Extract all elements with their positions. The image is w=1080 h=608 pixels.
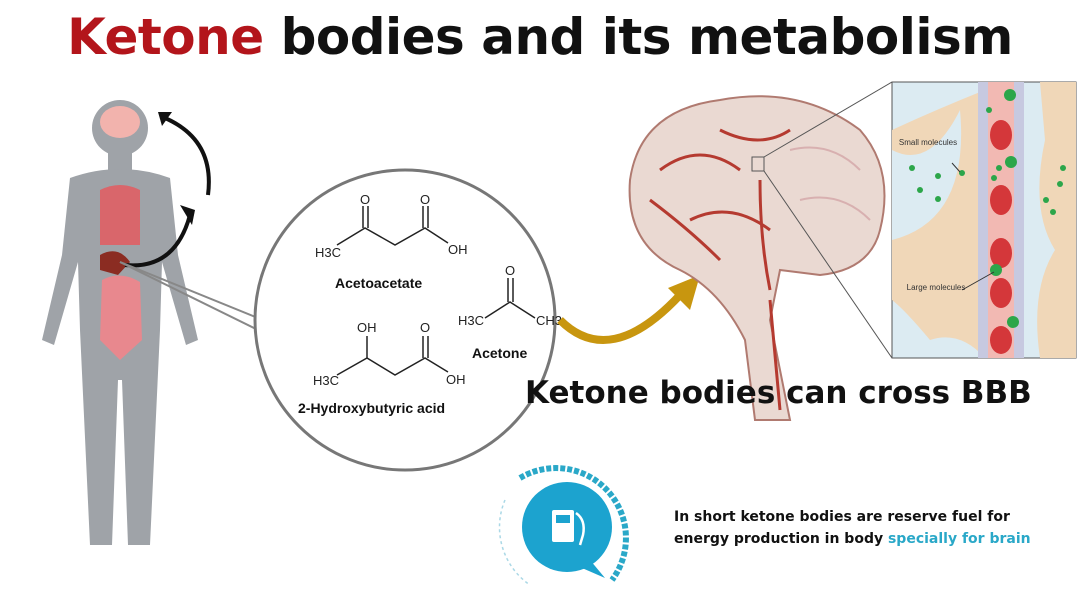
hydroxybutyric-h3c: H3C bbox=[313, 373, 339, 388]
gold-arrowhead-icon bbox=[668, 275, 700, 310]
inset-connector-line bbox=[763, 81, 893, 158]
acetoacetate-o1: O bbox=[360, 192, 370, 207]
summary-main: In short ketone bodies are reserve fuel … bbox=[674, 509, 1010, 547]
hydroxybutyric-o: O bbox=[420, 320, 430, 335]
summary-highlight: specially for brain bbox=[887, 531, 1031, 547]
zoom-connector-line bbox=[119, 261, 259, 319]
inset-connector-line bbox=[763, 170, 893, 359]
acetoacetate-o2: O bbox=[420, 192, 430, 207]
arrowhead-icon bbox=[180, 205, 195, 225]
acetone-h3c: H3C bbox=[458, 313, 484, 328]
intestines-icon bbox=[100, 275, 142, 360]
hydroxybutyric-structure bbox=[336, 336, 449, 376]
fuel-pump-icon bbox=[552, 510, 574, 542]
brain-illustration bbox=[628, 95, 886, 421]
acetone-o: O bbox=[505, 263, 515, 278]
acetone-structure bbox=[484, 278, 536, 319]
hydroxybutyric-label: 2-Hydroxybutyric acid bbox=[298, 400, 445, 416]
brain-organ-icon bbox=[100, 106, 140, 138]
hydroxybutyric-oh1: OH bbox=[357, 320, 377, 335]
acetoacetate-oh: OH bbox=[448, 242, 468, 257]
liver-icon bbox=[100, 251, 130, 275]
bbb-caption: Ketone bodies can cross BBB bbox=[525, 375, 1032, 411]
molecules-circle bbox=[253, 168, 557, 472]
lungs-icon bbox=[100, 185, 140, 245]
summary-text: In short ketone bodies are reserve fuel … bbox=[674, 506, 1054, 550]
title-highlight: Ketone bbox=[67, 8, 264, 66]
gold-arrow bbox=[557, 292, 683, 344]
acetone-ch3: CH3 bbox=[536, 313, 562, 328]
acetoacetate-label: Acetoacetate bbox=[335, 275, 422, 291]
human-body-figure bbox=[42, 100, 198, 545]
title-rest: bodies and its metabolism bbox=[263, 8, 1014, 66]
acetoacetate-structure bbox=[336, 206, 449, 246]
acetone-label: Acetone bbox=[472, 345, 527, 361]
small-molecules-label: Small molecules bbox=[899, 138, 957, 147]
bbb-inset bbox=[891, 81, 1077, 359]
large-molecules-label: Large molecules bbox=[907, 283, 966, 292]
acetoacetate-h3c: H3C bbox=[315, 245, 341, 260]
liver-to-brain-arrows bbox=[124, 116, 211, 268]
zoom-connector-line bbox=[119, 261, 259, 331]
fuel-gauge-icon bbox=[498, 465, 629, 586]
hydroxybutyric-oh2: OH bbox=[446, 372, 466, 387]
page-title: Ketone bodies and its metabolism bbox=[0, 8, 1080, 66]
arrowhead-icon bbox=[158, 112, 172, 126]
